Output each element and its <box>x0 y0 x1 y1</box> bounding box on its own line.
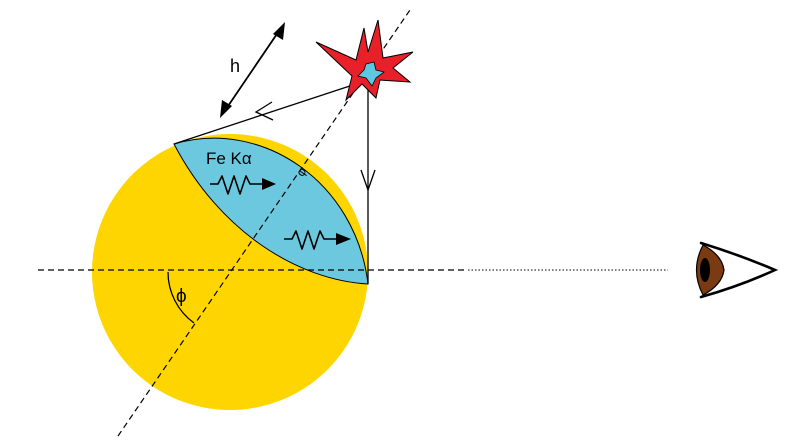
height-arrowhead-top <box>273 22 285 40</box>
fe-k-text: Fe K <box>206 149 243 168</box>
wavy-photon-arrow-icon <box>210 175 276 195</box>
height-label: h <box>230 56 240 76</box>
fe-kalpha-label: Fe Kα <box>206 149 252 168</box>
angle-label: ϕ <box>176 286 187 307</box>
flare-burst-icon <box>315 19 414 102</box>
height-arrowhead-bottom <box>220 100 232 118</box>
wavy-photon-arrow-icon <box>284 230 351 250</box>
angle-arc <box>167 271 195 324</box>
ray-arrowhead-left <box>254 101 274 121</box>
alpha-symbol: α <box>242 149 252 168</box>
ray-arrowhead-down <box>360 169 376 192</box>
eye-icon <box>695 241 779 299</box>
flare-ray-to-cap-edge <box>173 79 369 145</box>
height-arrow <box>223 27 282 113</box>
